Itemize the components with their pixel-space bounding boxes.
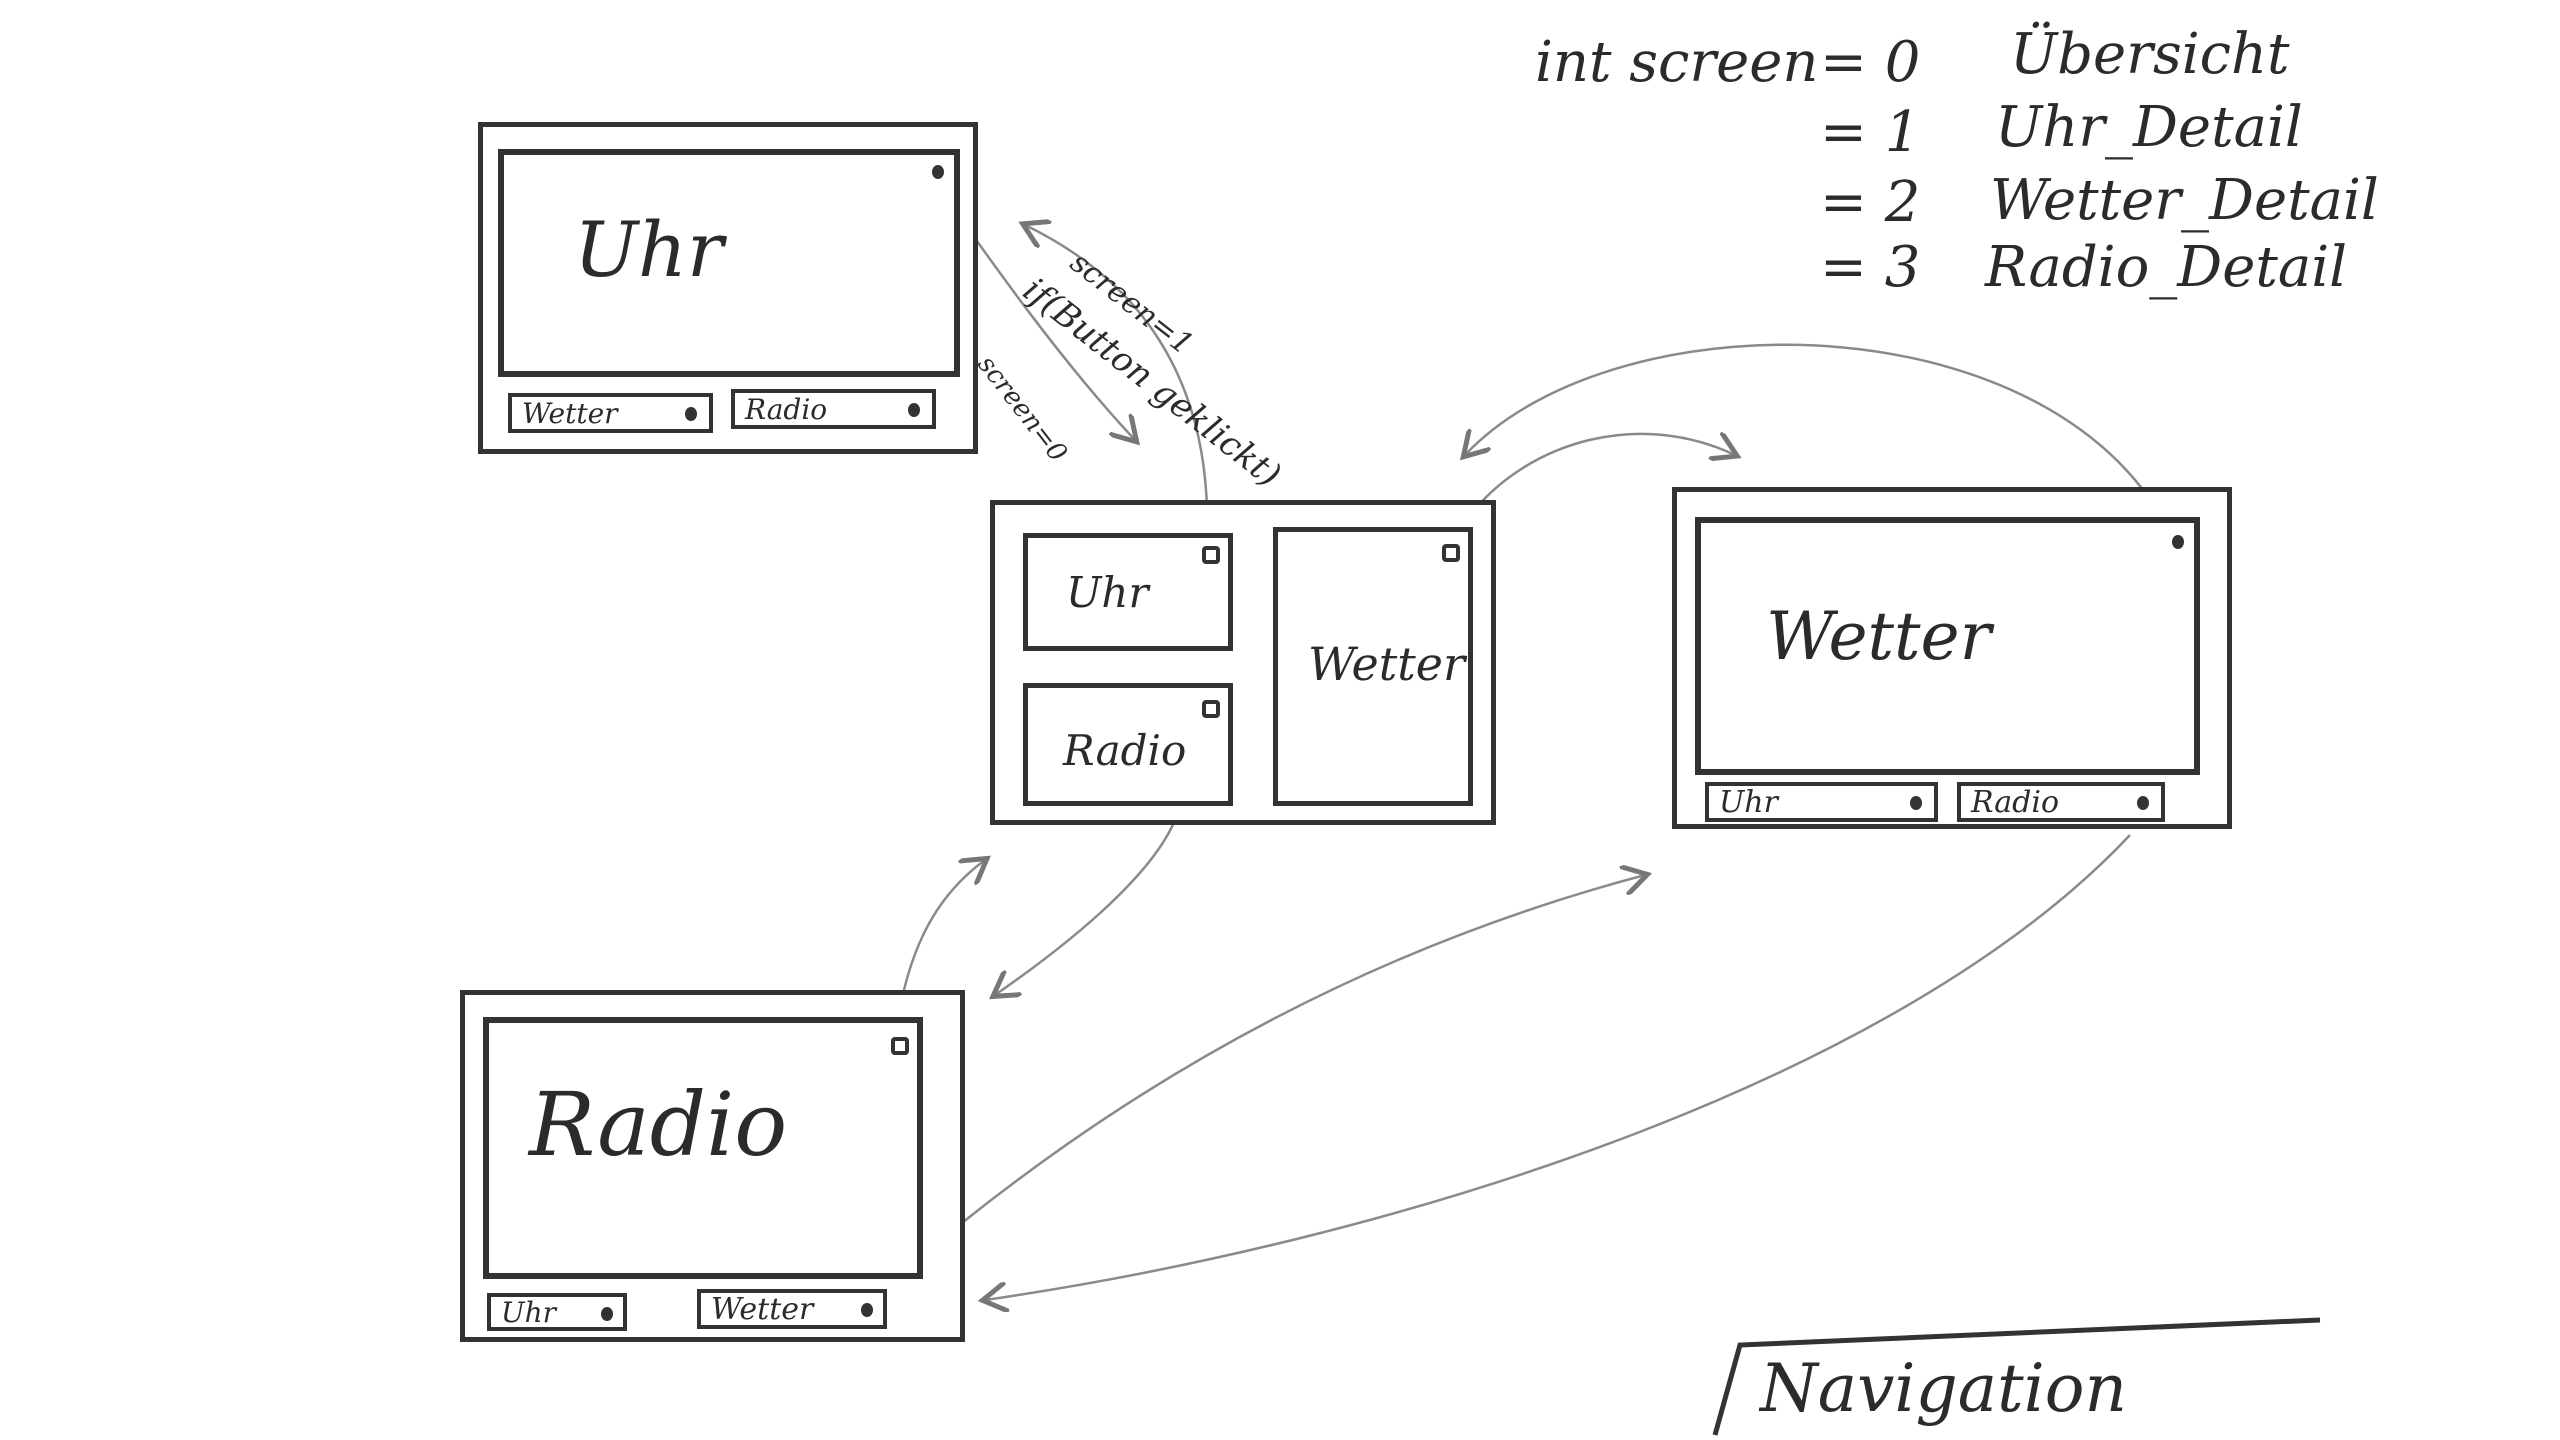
arrow-wetter-to-overview	[1465, 343, 2182, 556]
arrow-radio-to-wetter	[904, 875, 1645, 1271]
uhr-detail-btn-radio[interactable]: Radio	[731, 389, 936, 429]
legend-eq-3: = 3	[1820, 235, 1921, 300]
overview-tile-wetter[interactable]: Wetter	[1273, 527, 1473, 806]
uhr-detail-btn-radio-label: Radio	[745, 392, 828, 426]
overview-tile-radio[interactable]: Radio	[1023, 683, 1233, 806]
legend-name-3: Radio_Detail	[1985, 235, 2348, 300]
radio-detail-btn-wetter-label: Wetter	[711, 1291, 814, 1327]
wetter-detail-btn-radio-label: Radio	[1971, 784, 2060, 820]
wetter-detail-title: Wetter	[1766, 598, 1992, 675]
btn-dot-icon	[1910, 796, 1922, 810]
legend-eq-2: = 2	[1820, 170, 1921, 235]
btn-dot-icon	[601, 1307, 613, 1321]
overview-tile-uhr-label: Uhr	[1066, 568, 1149, 617]
legend-name-1: Uhr_Detail	[1995, 95, 2303, 160]
uhr-detail-frame: Uhr Wetter Radio	[478, 122, 978, 454]
arrow-overview-to-wetter	[1469, 434, 1735, 516]
radio-detail-frame: Radio Uhr Wetter	[460, 990, 965, 1342]
btn-dot-icon	[908, 403, 920, 417]
caption-line	[1712, 1317, 2321, 1436]
wetter-detail-btn-radio[interactable]: Radio	[1957, 782, 2165, 822]
legend-eq-0: = 0	[1820, 30, 1921, 95]
legend-name-0: Übersicht	[2010, 22, 2290, 87]
back-square-icon[interactable]	[891, 1037, 909, 1055]
uhr-detail-display: Uhr	[498, 149, 960, 377]
legend-var: int screen	[1535, 30, 1819, 95]
radio-detail-btn-uhr[interactable]: Uhr	[487, 1293, 627, 1331]
arrow-wetter-to-radio	[985, 834, 2131, 1300]
wetter-detail-btn-uhr[interactable]: Uhr	[1705, 782, 1938, 822]
wetter-detail-frame: Wetter Uhr Radio	[1672, 487, 2232, 829]
btn-dot-icon	[2137, 796, 2149, 810]
wetter-detail-display: Wetter	[1695, 517, 2200, 775]
radio-detail-title: Radio	[529, 1073, 788, 1176]
uhr-detail-title: Uhr	[574, 205, 724, 294]
btn-dot-icon	[861, 1303, 873, 1317]
uhr-detail-btn-wetter-label: Wetter	[522, 396, 618, 430]
radio-detail-btn-uhr-label: Uhr	[501, 1295, 557, 1329]
legend-name-2: Wetter_Detail	[1990, 168, 2379, 233]
wetter-detail-btn-uhr-label: Uhr	[1719, 784, 1778, 820]
back-dot-icon[interactable]	[2172, 535, 2184, 549]
overview-tile-radio-label: Radio	[1063, 726, 1187, 775]
legend-eq-1: = 1	[1820, 100, 1921, 165]
arrow-overview-to-radio	[995, 819, 1177, 995]
tile-square-icon	[1202, 546, 1220, 564]
radio-detail-display: Radio	[483, 1017, 923, 1279]
uhr-detail-btn-wetter[interactable]: Wetter	[508, 393, 713, 433]
caption-navigation: Navigation	[1760, 1350, 2127, 1427]
overview-tile-wetter-label: Wetter	[1308, 637, 1465, 691]
tile-square-icon	[1202, 700, 1220, 718]
tile-square-icon	[1442, 544, 1460, 562]
btn-dot-icon	[685, 407, 697, 421]
radio-detail-btn-wetter[interactable]: Wetter	[697, 1289, 887, 1329]
overview-tile-uhr[interactable]: Uhr	[1023, 533, 1233, 651]
overview-frame: Uhr Radio Wetter	[990, 500, 1496, 825]
back-dot-icon[interactable]	[932, 165, 944, 179]
